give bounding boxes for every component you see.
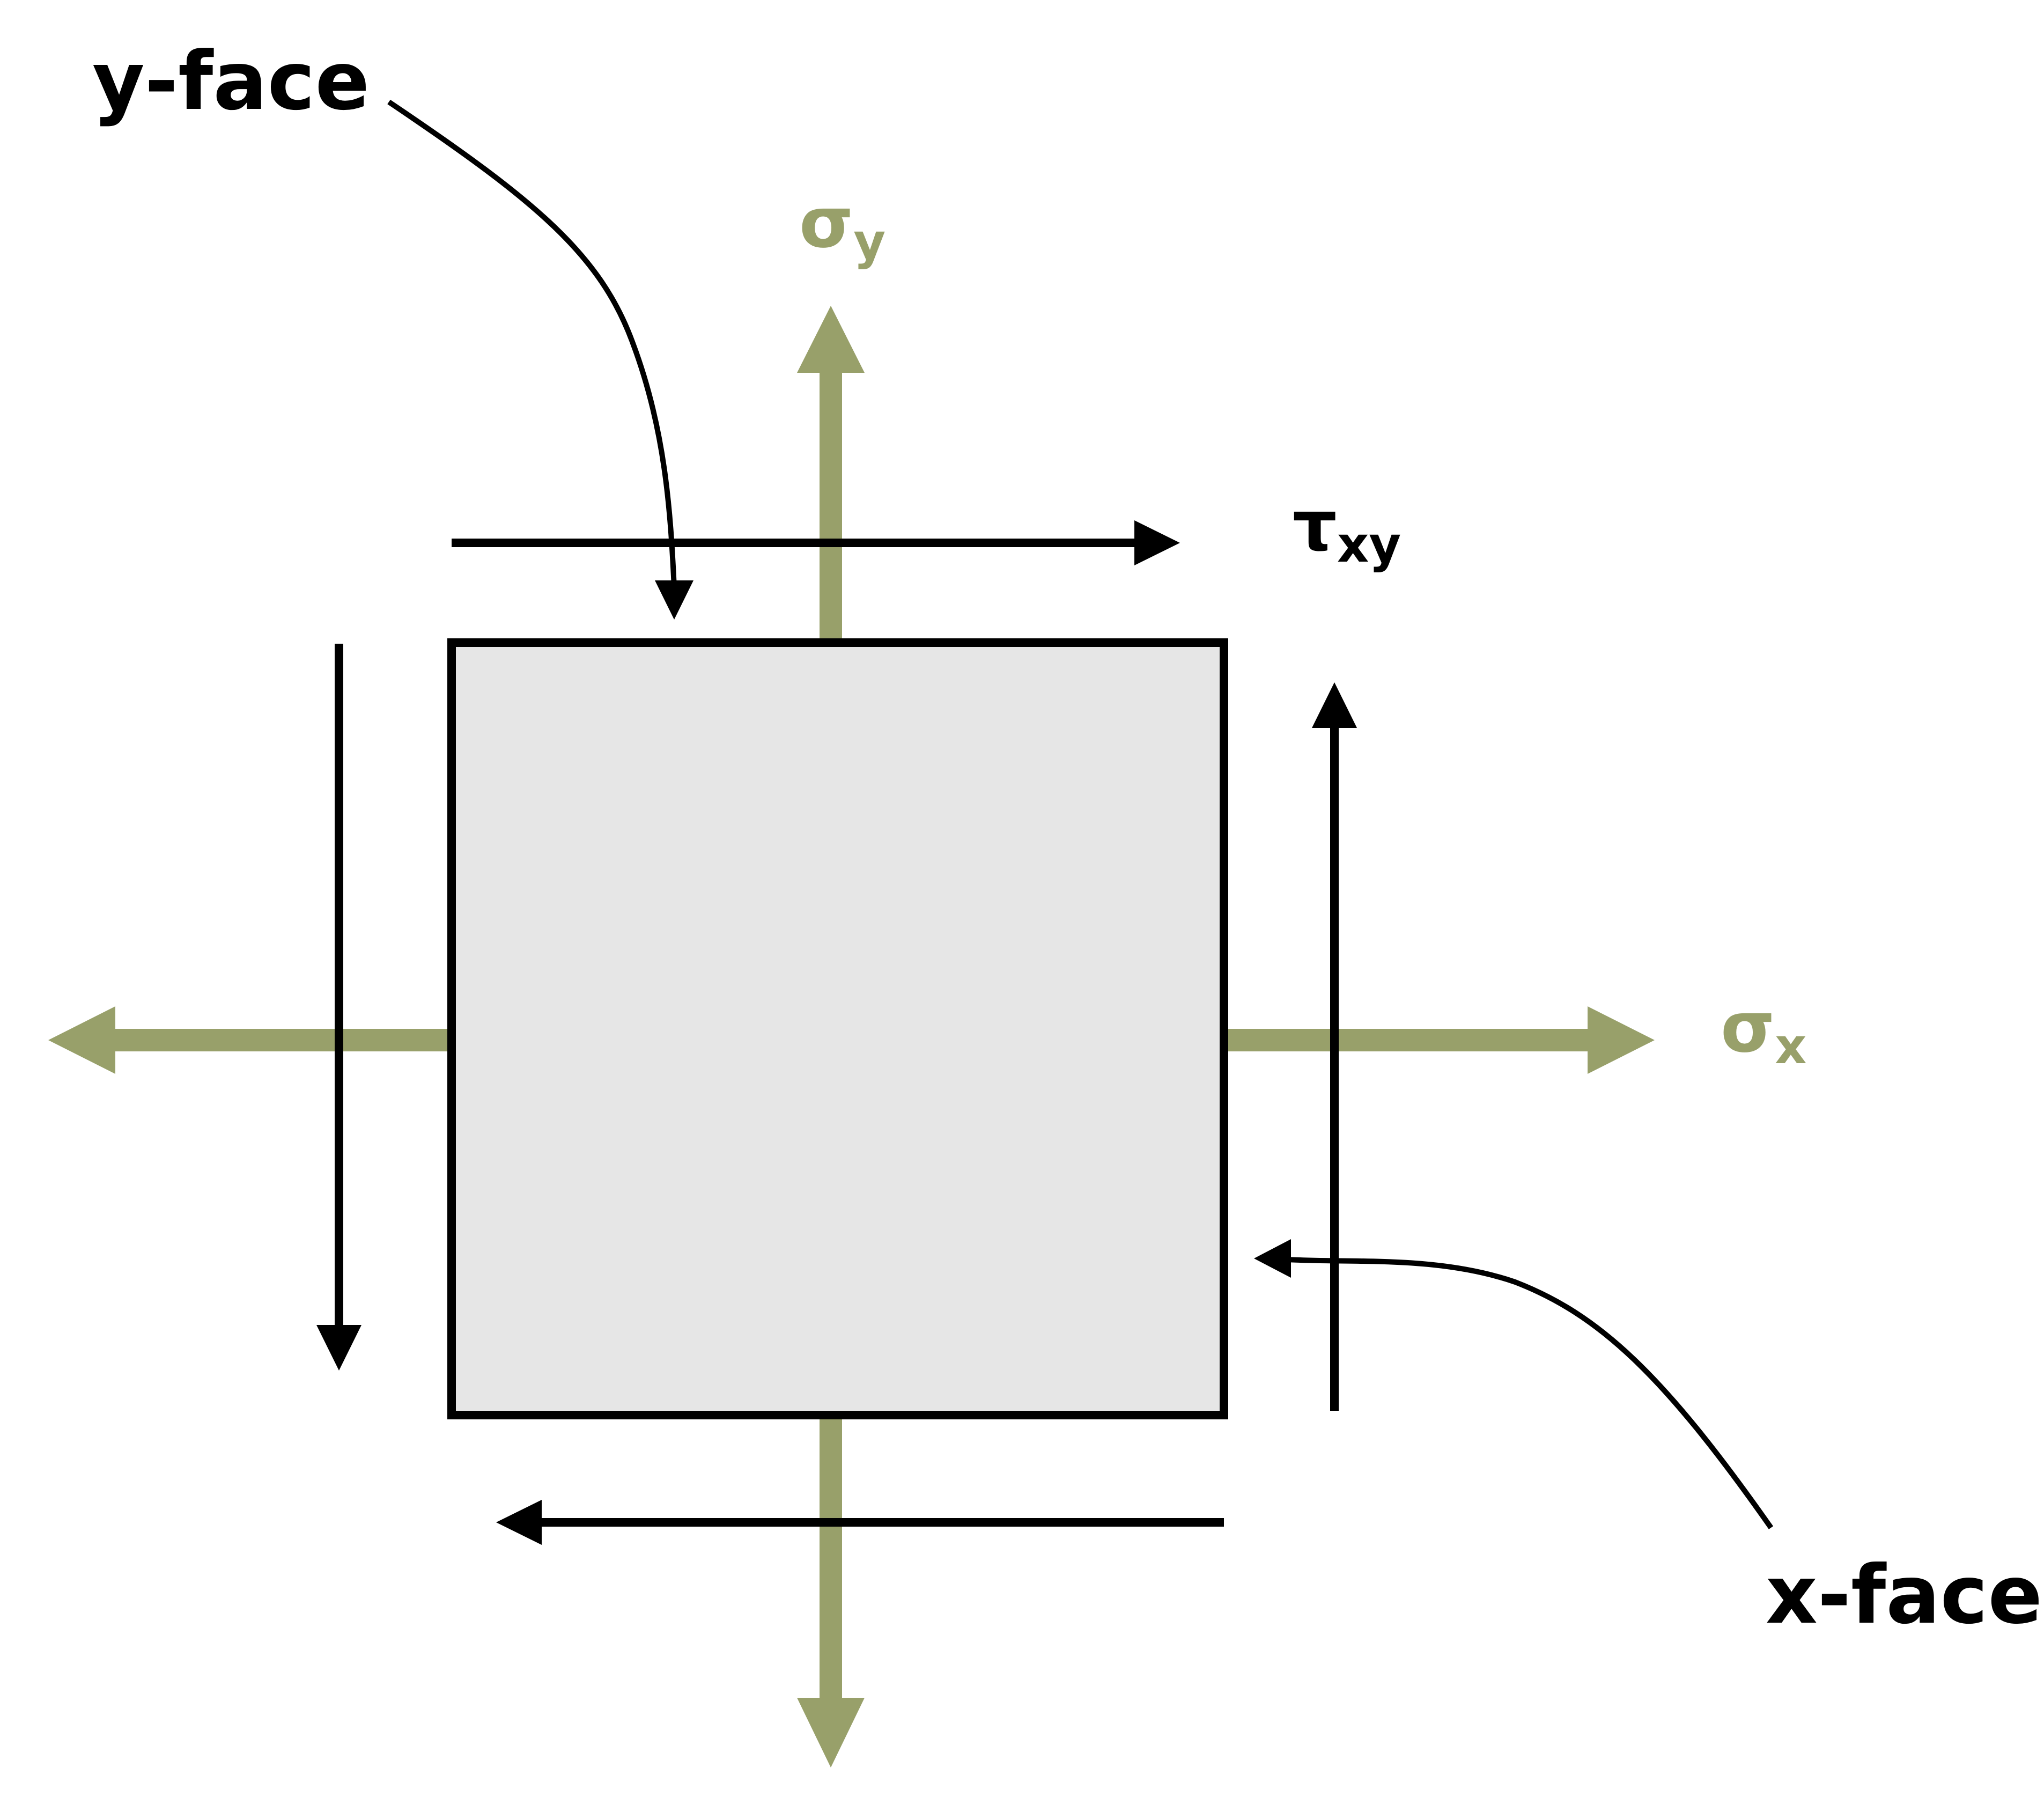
shear-right-arrowhead [1312,682,1357,728]
tau-xy-arrows [316,520,1357,1545]
face-leaders [387,99,1774,1529]
sigma-x-right-arrowhead [1588,1006,1655,1074]
sigma-y-top-shaft [820,365,842,644]
sigma-x-right-shaft [1223,1029,1593,1051]
x-face-leader-arrowhead [1254,1239,1291,1278]
x-face-label: x-face [1766,1549,2042,1642]
y-face-leader-arrowhead [655,580,693,620]
shear-bottom-arrowhead [496,1500,542,1545]
tau-xy-subscript: xy [1337,516,1401,573]
y-face-label: y-face [92,35,370,128]
sigma-y-subscript: y [853,213,886,270]
stress-element [447,638,1228,1419]
sigma-y-symbol: σ [799,182,853,263]
sigma-x-symbol: σ [1721,986,1775,1068]
sigma-x-left-arrowhead [48,1006,115,1074]
sigma-y-arrows [797,306,865,1767]
x-face-leader-curve [1287,1257,1774,1529]
sigma-x-label: σx [1721,986,1807,1075]
shear-top-arrowhead [1134,520,1180,565]
sigma-y-label: σy [799,182,886,270]
sigma-x-subscript: x [1775,1018,1806,1075]
y-face-leader-curve [387,99,677,588]
sigma-x-left-shaft [113,1029,451,1051]
sigma-y-bottom-arrowhead [797,1698,865,1767]
sigma-y-top-arrowhead [797,306,865,373]
shear-left-arrowhead [316,1325,361,1371]
sigma-y-bottom-shaft [820,1416,842,1700]
tau-xy-label: τxy [1293,485,1401,573]
sigma-x-arrows [48,1006,1655,1074]
tau-xy-symbol: τ [1293,485,1337,566]
